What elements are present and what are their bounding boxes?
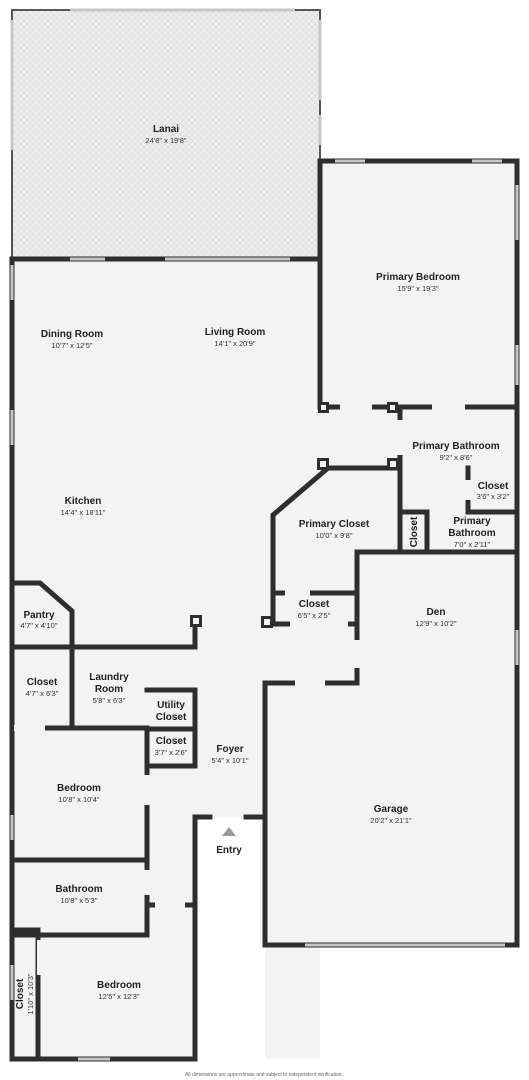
bedroom-2-dim: 12'5" x 12'3" xyxy=(98,992,139,1001)
dining-room-name: Dining Room xyxy=(41,329,103,340)
den-dim: 12'9" x 10'2" xyxy=(415,619,456,628)
kitchen-name: Kitchen xyxy=(65,496,102,507)
primary-bath-small-dim: 7'0" x 2'11" xyxy=(454,540,491,549)
primary-bedroom-name: Primary Bedroom xyxy=(376,272,460,283)
den-name: Den xyxy=(427,607,446,618)
foyer-dim: 5'4" x 10'1" xyxy=(212,756,249,765)
footer-note: All dimensions are approximate and subje… xyxy=(185,1072,343,1078)
bedroom-1-dim: 10'8" x 10'4" xyxy=(58,795,99,804)
floor-fills xyxy=(12,10,517,1067)
closet-center-dim: 6'5" x 2'5" xyxy=(298,611,331,620)
closet-left-dim: 4'7" x 6'3" xyxy=(26,689,59,698)
closet-3-6-name: Closet xyxy=(478,481,509,492)
den-floor xyxy=(357,552,517,683)
columns xyxy=(190,402,399,628)
utility-closet-line1: Utility xyxy=(157,700,185,711)
lanai-dim: 24'8" x 19'8" xyxy=(145,136,186,145)
entry-label: Entry xyxy=(216,845,242,856)
pantry-dim: 4'7" x 4'10" xyxy=(21,621,58,630)
bedroom-2-name: Bedroom xyxy=(97,980,141,991)
closet-3-6-dim: 3'6" x 3'2" xyxy=(477,492,510,501)
living-room-dim: 14'1" x 20'9" xyxy=(214,339,255,348)
garage-floor xyxy=(265,683,517,945)
living-room-name: Living Room xyxy=(205,327,266,338)
bathroom-name: Bathroom xyxy=(55,884,102,895)
closet-hall-name: Closet xyxy=(156,736,187,747)
windows xyxy=(10,159,519,1061)
pantry-name: Pantry xyxy=(23,610,55,621)
primary-bathroom-name: Primary Bathroom xyxy=(412,441,499,452)
foyer-name: Foyer xyxy=(216,744,243,755)
primary-closet-dim: 10'0" x 9'8" xyxy=(316,531,353,540)
primary-bathroom-dim: 9'2" x 8'6" xyxy=(440,453,473,462)
bathroom-dim: 10'8" x 5'3" xyxy=(61,896,98,905)
primary-bath-floor xyxy=(400,407,517,552)
closet-bottom-left-name: Closet xyxy=(15,978,26,1009)
closet-left-name: Closet xyxy=(27,677,58,688)
doors xyxy=(14,404,471,975)
room-labels: Lanai 24'8" x 19'8" Primary Bedroom 15'9… xyxy=(15,124,510,1078)
garage-dim: 20'2" x 21'1" xyxy=(370,816,411,825)
exterior-cutout xyxy=(195,817,265,1067)
primary-bedroom-floor xyxy=(320,161,517,407)
laundry-line2: Room xyxy=(95,684,123,695)
closet-center-name: Closet xyxy=(299,599,330,610)
laundry-dim: 5'8" x 6'3" xyxy=(93,696,126,705)
closet-vertical-name: Closet xyxy=(409,516,420,547)
laundry-line1: Laundry xyxy=(89,672,129,683)
kitchen-dim: 14'4" x 18'11" xyxy=(61,508,106,517)
closet-hall-dim: 3'7" x 2'6" xyxy=(155,748,188,757)
primary-closet-name: Primary Closet xyxy=(299,519,370,530)
primary-bedroom-dim: 15'9" x 19'3" xyxy=(397,284,438,293)
lanai-name: Lanai xyxy=(153,124,179,135)
closet-bottom-left-dim: 1'10" x 10'3" xyxy=(26,973,35,1014)
lanai-floor xyxy=(12,10,320,259)
dining-room-dim: 10'7" x 12'5" xyxy=(51,341,92,350)
bedroom-1-name: Bedroom xyxy=(57,783,101,794)
entry-arrow-icon xyxy=(222,827,236,836)
utility-closet-line2: Closet xyxy=(156,712,187,723)
garage-name: Garage xyxy=(374,804,409,815)
primary-bath-small-line2: Bathroom xyxy=(448,528,495,539)
primary-bath-small-line1: Primary xyxy=(453,516,491,527)
